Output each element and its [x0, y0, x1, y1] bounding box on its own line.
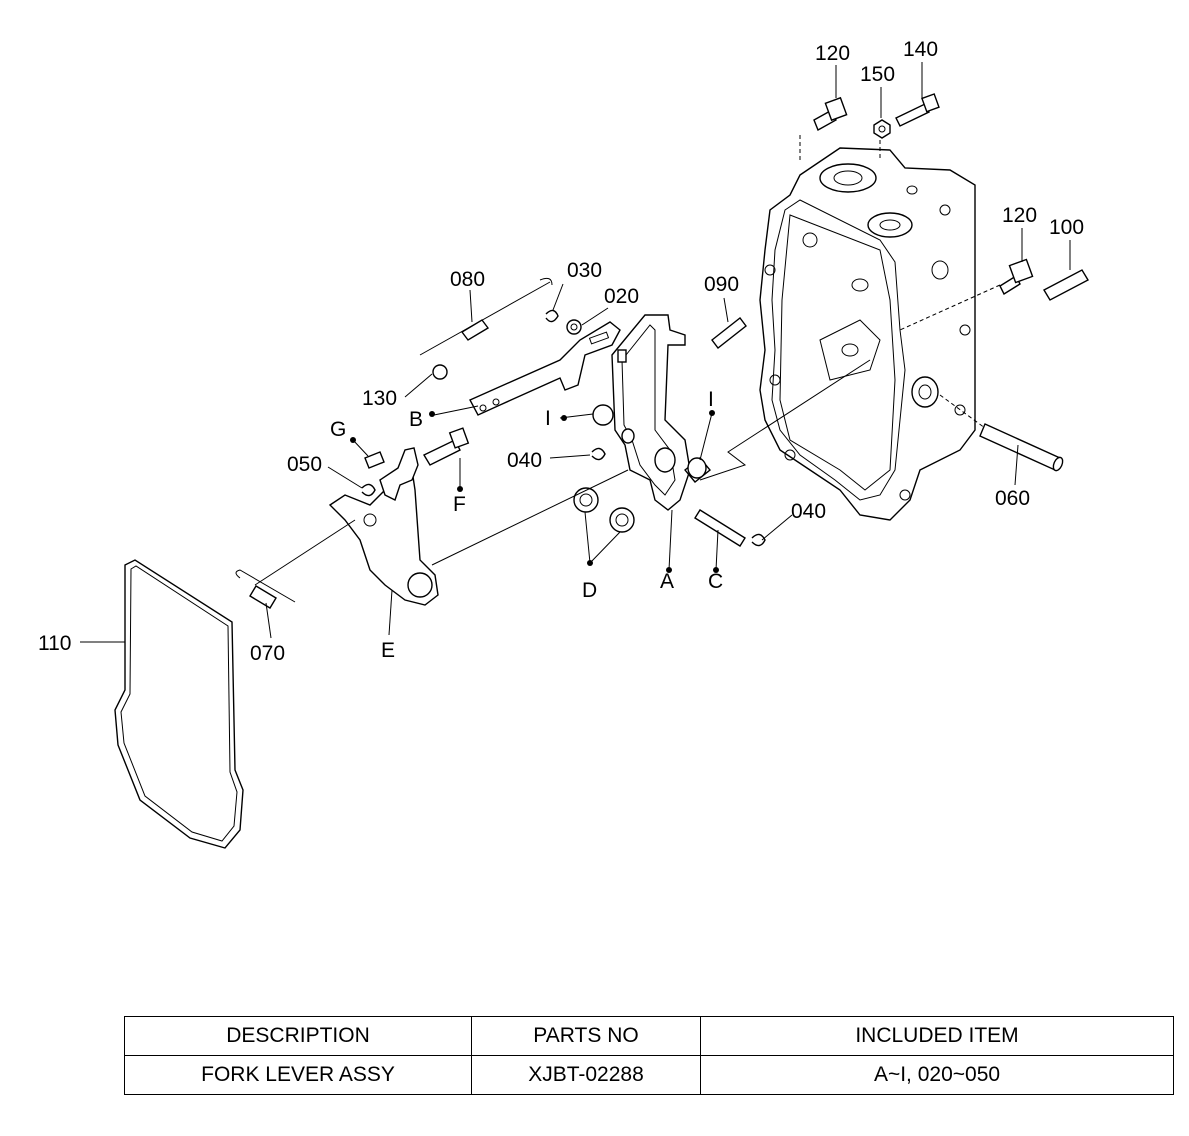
- callout-G: G: [330, 418, 346, 441]
- assembly-line: [431, 469, 629, 566]
- bolt-140: [895, 93, 940, 127]
- callout-D: D: [582, 579, 597, 602]
- callout-I-left: I: [545, 407, 551, 430]
- leader-dots: [350, 410, 719, 573]
- column-header-description: DESCRIPTION: [124, 1016, 472, 1056]
- nut-150: [873, 119, 891, 139]
- callout-100: 100: [1049, 216, 1084, 239]
- callout-F: F: [453, 493, 466, 516]
- collar-130: [432, 364, 448, 380]
- gasket-110: [114, 559, 244, 849]
- pin-C: [694, 509, 746, 547]
- callout-090: 090: [704, 273, 739, 296]
- callout-150: 150: [860, 63, 895, 86]
- bushing-I-right: [684, 457, 711, 483]
- bearing-D-1: [573, 487, 599, 513]
- guide-line: [899, 284, 1001, 331]
- assembly-line: [254, 519, 356, 586]
- guide-line: [939, 394, 986, 429]
- spring-080: [419, 277, 553, 356]
- table-row: FORK LEVER ASSY XJBT-02288 A~I, 020~050: [124, 1055, 1174, 1095]
- callout-050: 050: [287, 453, 322, 476]
- spring-090: [711, 317, 747, 349]
- bolt-120-top: [813, 96, 848, 131]
- clip-040-left: [591, 447, 606, 461]
- stud-100: [1043, 269, 1089, 301]
- cell-parts-no: XJBT-02288: [471, 1055, 701, 1095]
- table-header-row: DESCRIPTION PARTS NO INCLUDED ITEM: [124, 1016, 1174, 1056]
- callout-040-right: 040: [791, 500, 826, 523]
- shift-rod-B: [469, 321, 621, 416]
- parts-table: DESCRIPTION PARTS NO INCLUDED ITEM FORK …: [124, 1016, 1174, 1095]
- clip-050: [361, 483, 376, 497]
- callout-130: 130: [362, 387, 397, 410]
- callout-140: 140: [903, 38, 938, 61]
- assembly-line: [699, 359, 871, 481]
- callout-120-top: 120: [815, 42, 850, 65]
- cell-description: FORK LEVER ASSY: [124, 1055, 472, 1095]
- clip-030: [545, 309, 559, 323]
- callout-080: 080: [450, 268, 485, 291]
- callout-040-left: 040: [507, 449, 542, 472]
- callout-C: C: [708, 570, 723, 593]
- callout-030: 030: [567, 259, 602, 282]
- callout-060: 060: [995, 487, 1030, 510]
- washer-020: [566, 319, 582, 335]
- arm-plate: [379, 447, 419, 501]
- column-header-included-item: INCLUDED ITEM: [700, 1016, 1174, 1056]
- lever-E: [328, 469, 439, 606]
- callout-B: B: [409, 408, 423, 431]
- callout-020: 020: [604, 285, 639, 308]
- leader-lines: [80, 62, 1071, 643]
- fork-bracket-A: [611, 314, 691, 511]
- callout-110: 110: [38, 632, 71, 655]
- spring-070: [235, 569, 296, 609]
- clip-040-right: [751, 533, 766, 547]
- shaft-060: [979, 423, 1064, 472]
- bolt-F: [423, 427, 470, 466]
- cell-included-item: A~I, 020~050: [700, 1055, 1174, 1095]
- callout-070: 070: [250, 642, 285, 665]
- bearing-D-2: [609, 507, 635, 533]
- callout-120-side: 120: [1002, 204, 1037, 227]
- callout-A: A: [660, 570, 674, 593]
- spring-G: [364, 451, 385, 469]
- callout-E: E: [381, 639, 395, 662]
- callout-I-right: I: [708, 388, 714, 411]
- column-header-parts-no: PARTS NO: [471, 1016, 701, 1056]
- bushing-I-left: [592, 404, 614, 426]
- bolt-120-side: [999, 258, 1034, 296]
- gearbox-housing: [759, 147, 976, 521]
